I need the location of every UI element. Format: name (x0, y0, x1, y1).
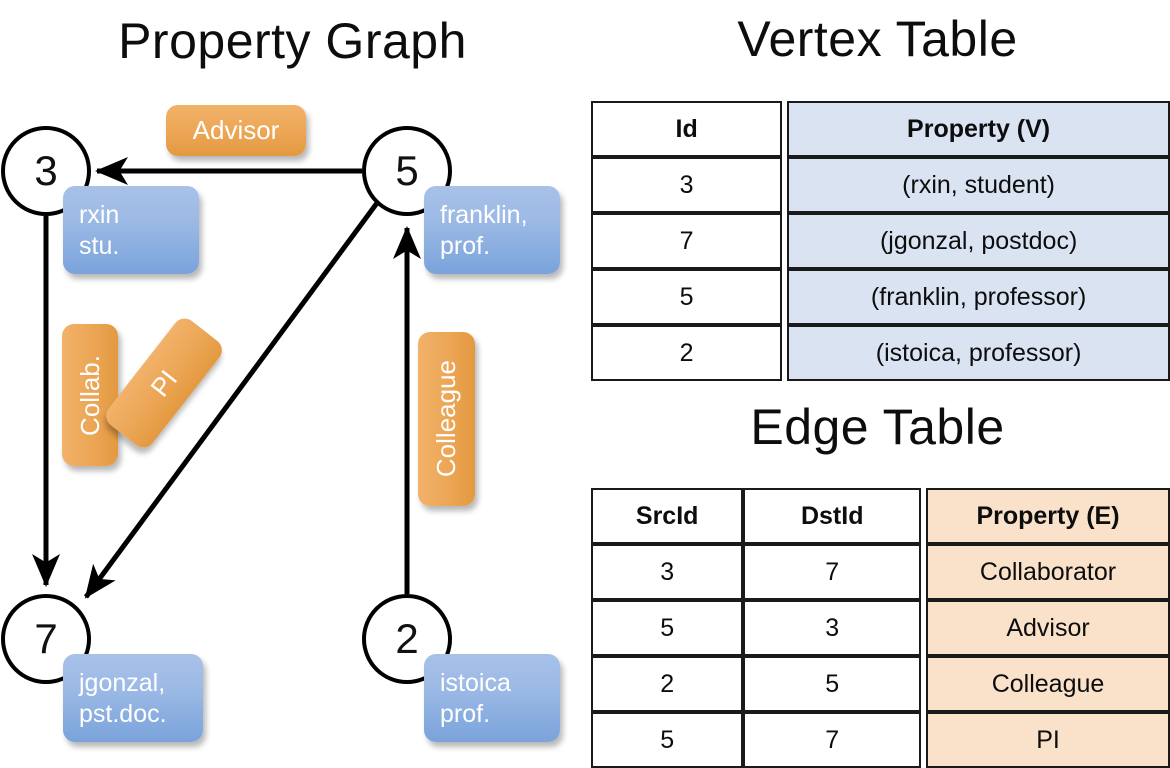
page-title-property-graph: Property Graph (118, 13, 467, 69)
table-row: 2 5 Colleague (591, 656, 1170, 712)
page-title-edge-table: Edge Table (750, 399, 1005, 455)
graph-vertex-2[interactable]: 2 (362, 594, 452, 684)
edge-arrow-pi (83, 201, 380, 599)
vertex-cell-property: (rxin, student) (787, 157, 1170, 213)
graph-vertex-3-label: 3 (34, 147, 58, 194)
vertex-table: Id Property (V) 3 (rxin, student) 7 (jgo… (591, 101, 1170, 381)
vertex-cell-id: 7 (591, 213, 783, 269)
vertex-cell-property: (jgonzal, postdoc) (787, 213, 1170, 269)
table-row: 7 (jgonzal, postdoc) (591, 213, 1170, 269)
vertex-property-box-5: franklin, prof. (424, 186, 560, 274)
edge-label-colleague: Colleague (418, 332, 475, 506)
edge-table-header-dstid: DstId (743, 488, 922, 544)
edge-table-header-srcid: SrcId (591, 488, 744, 544)
vertex-cell-id: 3 (591, 157, 783, 213)
edge-label-colleague-text: Colleague (431, 360, 461, 478)
vertex-cell-id: 5 (591, 269, 783, 325)
table-row: 5 3 Advisor (591, 600, 1170, 656)
edge-label-collab-text: Collab. (74, 354, 105, 436)
edge-table-header-property: Property (E) (926, 488, 1170, 544)
edge-cell-srcid: 3 (591, 544, 744, 600)
graph-vertex-5[interactable]: 5 (362, 126, 452, 216)
edge-cell-srcid: 5 (591, 600, 744, 656)
vertex-cell-id: 2 (591, 325, 783, 381)
edge-table-header-row: SrcId DstId Property (E) (591, 488, 1170, 544)
vertex-cell-property: (istoica, professor) (787, 325, 1170, 381)
edge-label-advisor-text: Advisor (192, 115, 280, 145)
vertex-table-header-row: Id Property (V) (591, 101, 1170, 157)
table-row: 5 (franklin, professor) (591, 269, 1170, 325)
vertex-cell-property: (franklin, professor) (787, 269, 1170, 325)
vertex-property-box-3: rxin stu. (63, 186, 199, 274)
edge-cell-dstid: 7 (743, 544, 922, 600)
graph-vertex-2-label: 2 (395, 615, 419, 662)
table-row: 3 (rxin, student) (591, 157, 1170, 213)
table-row: 3 7 Collaborator (591, 544, 1170, 600)
table-row: 2 (istoica, professor) (591, 325, 1170, 381)
vertex-property-box-2: istoica prof. (424, 654, 560, 742)
edge-label-collab: Collab. (62, 324, 118, 466)
page-title-vertex-table: Vertex Table (737, 11, 1018, 67)
edge-cell-property: Colleague (926, 656, 1170, 712)
vertex-property-box-7: jgonzal, pst.doc. (63, 654, 203, 742)
vertex-table-header-property: Property (V) (787, 101, 1170, 157)
vertex-table-header-id: Id (591, 101, 783, 157)
edge-cell-dstid: 5 (743, 656, 922, 712)
edge-cell-property: Advisor (926, 600, 1170, 656)
graph-vertex-5-label: 5 (395, 147, 419, 194)
edge-cell-dstid: 3 (743, 600, 922, 656)
edge-cell-property: Collaborator (926, 544, 1170, 600)
edge-label-advisor: Advisor (166, 105, 306, 156)
graph-vertex-7-label: 7 (34, 615, 58, 662)
edge-label-pi-text: PI (144, 363, 183, 402)
edge-table: SrcId DstId Property (E) 3 7 Collaborato… (591, 488, 1170, 768)
edge-cell-srcid: 2 (591, 656, 744, 712)
graph-edge-layer (31, 156, 422, 599)
